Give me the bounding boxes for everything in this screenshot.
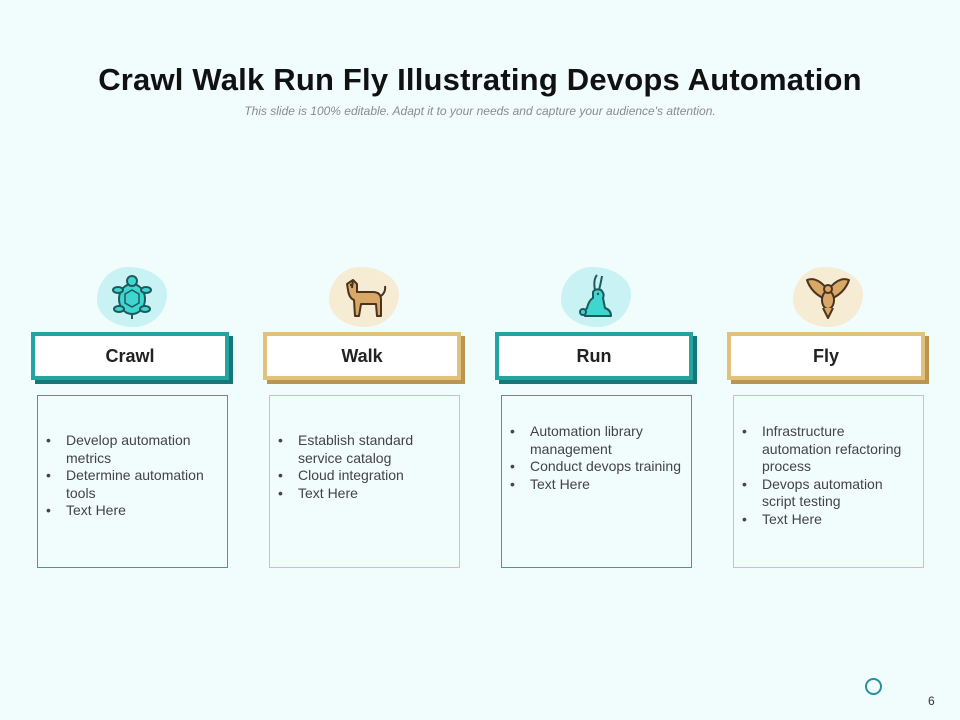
list-item: Determine automation tools (46, 467, 217, 502)
list-item: Cloud integration (278, 467, 449, 485)
stage-header-run: Run (495, 332, 697, 384)
turtle-icon (97, 267, 167, 327)
page-number: 6 (928, 694, 935, 708)
list-item: Infrastructure automation refactoring pr… (742, 423, 913, 476)
list-item: Automation library management (510, 423, 681, 458)
stage-label: Fly (727, 332, 925, 380)
stage-column-fly: Fly Infrastructure automation refactorin… (727, 262, 931, 572)
slide-title: Crawl Walk Run Fly Illustrating Devops A… (98, 62, 862, 97)
dog-icon (329, 267, 399, 327)
stage-column-run: Run Automation library management Conduc… (495, 262, 699, 572)
stage-label: Crawl (31, 332, 229, 380)
stage-header-crawl: Crawl (31, 332, 233, 384)
list-item: Text Here (46, 502, 217, 520)
bird-icon (793, 267, 863, 327)
stage-details-fly: Infrastructure automation refactoring pr… (733, 395, 924, 568)
stage-header-fly: Fly (727, 332, 929, 384)
list-item: Text Here (278, 485, 449, 503)
list-item: Text Here (742, 511, 913, 529)
stage-label: Run (495, 332, 693, 380)
list-item: Devops automation script testing (742, 476, 913, 511)
stage-column-walk: Walk Establish standard service catalog … (263, 262, 467, 572)
rabbit-icon (561, 267, 631, 327)
stage-header-walk: Walk (263, 332, 465, 384)
stage-details-walk: Establish standard service catalog Cloud… (269, 395, 460, 568)
slide-subtitle: This slide is 100% editable. Adapt it to… (244, 104, 716, 118)
stage-label: Walk (263, 332, 461, 380)
stage-column-crawl: Crawl Develop automation metrics Determi… (31, 262, 235, 572)
list-item: Text Here (510, 476, 681, 494)
stage-details-crawl: Develop automation metrics Determine aut… (37, 395, 228, 568)
list-item: Conduct devops training (510, 458, 681, 476)
list-item: Establish standard service catalog (278, 432, 449, 467)
stage-details-run: Automation library management Conduct de… (501, 395, 692, 568)
circle-icon (865, 678, 882, 695)
list-item: Develop automation metrics (46, 432, 217, 467)
